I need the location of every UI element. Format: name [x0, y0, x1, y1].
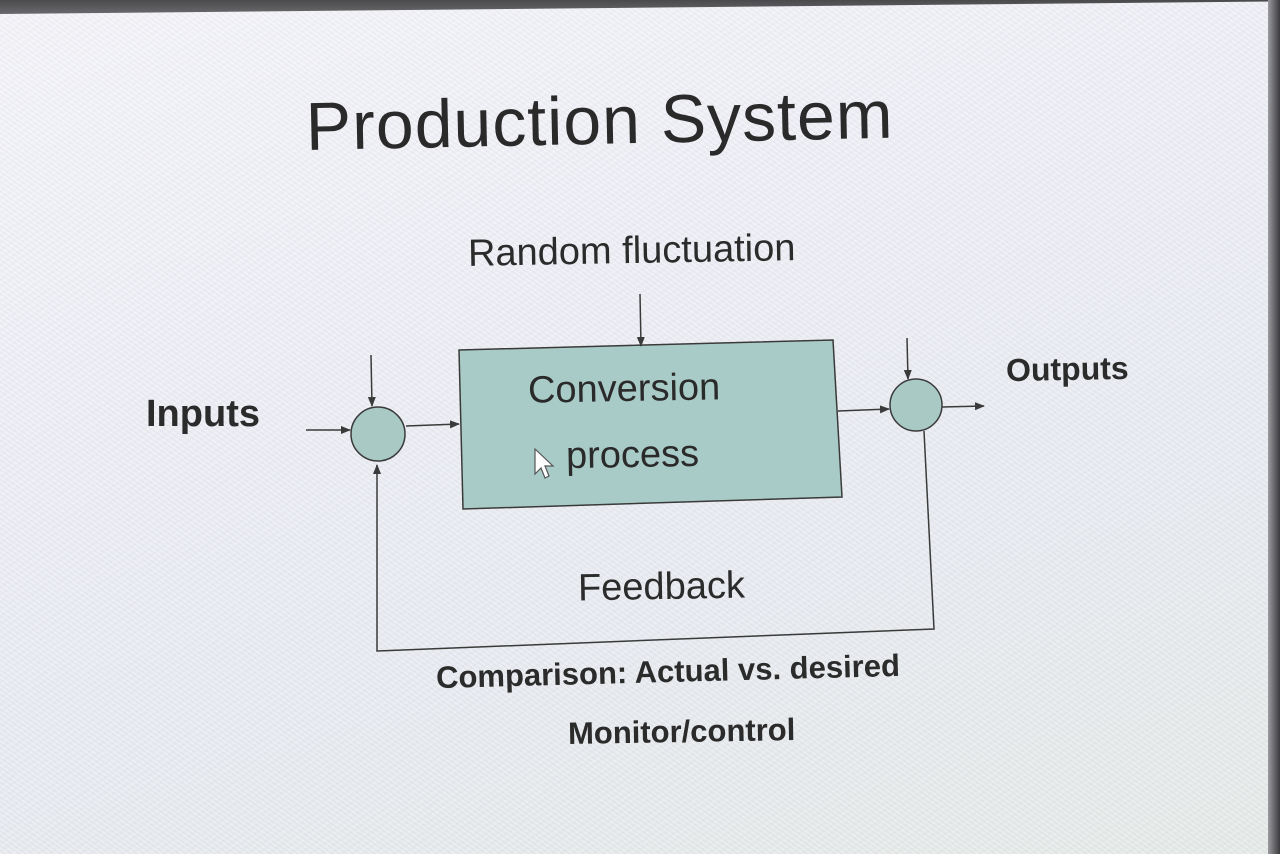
process-label-line2: process: [565, 432, 700, 478]
screen-bezel-right: [1268, 0, 1280, 854]
output-arrow: [941, 402, 985, 411]
monitor-control-label: Monitor/control: [567, 712, 796, 751]
feedback-label: Feedback: [577, 564, 746, 610]
feedback-loop-line: [373, 430, 935, 652]
output-node-top-arrow: [903, 337, 912, 380]
process-label-line1: Conversion: [527, 366, 721, 412]
conversion-process-box: [458, 339, 843, 510]
mouse-cursor-icon: [534, 447, 555, 479]
disturbance-arrow: [636, 293, 645, 347]
disturbance-label: Random fluctuation: [467, 227, 796, 275]
inputs-label: Inputs: [146, 393, 260, 435]
output-summing-node: [889, 378, 943, 432]
process-to-output-node-arrow: [837, 405, 890, 414]
node-to-process-arrow: [405, 420, 460, 429]
input-node-top-arrow: [367, 354, 376, 407]
input-summing-node: [350, 406, 406, 462]
outputs-label: Outputs: [1005, 349, 1129, 389]
